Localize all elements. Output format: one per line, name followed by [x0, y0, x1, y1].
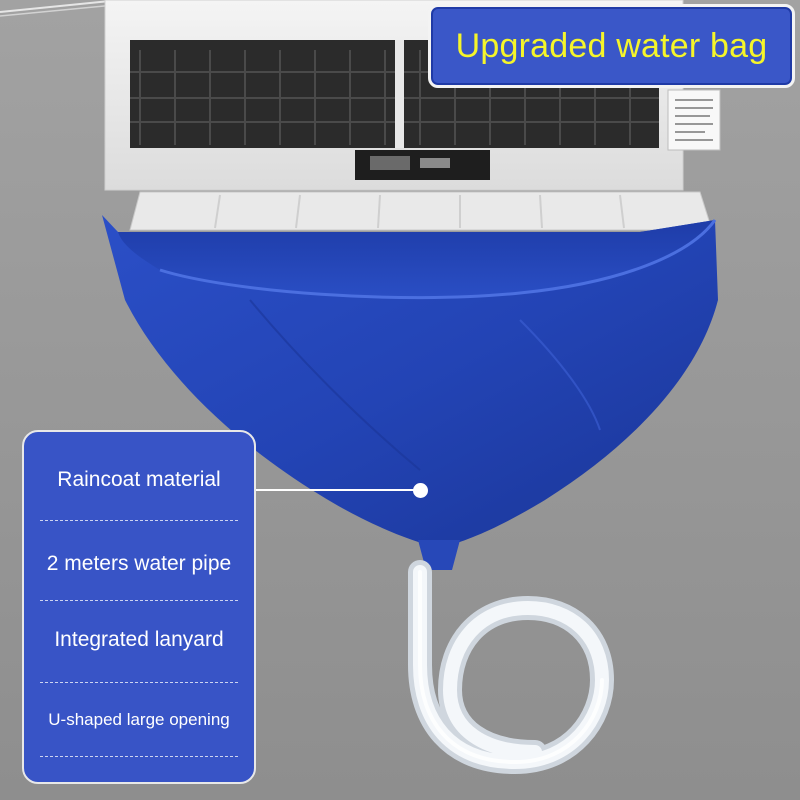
blue-water-bag — [102, 215, 718, 570]
callout-pointer-line — [256, 489, 422, 491]
feature-raincoat-material: Raincoat material — [57, 468, 221, 491]
title-banner: Upgraded water bag — [428, 4, 795, 88]
callout-pointer-dot — [413, 483, 428, 498]
title-text: Upgraded water bag — [455, 26, 768, 65]
feature-divider — [40, 600, 238, 601]
water-pipe-hose — [408, 560, 615, 775]
feature-integrated-lanyard: Integrated lanyard — [54, 628, 224, 651]
feature-divider — [40, 756, 238, 757]
feature-panel: Raincoat material 2 meters water pipe In… — [22, 430, 256, 784]
feature-u-shaped-opening: U-shaped large opening — [48, 710, 230, 729]
feature-water-pipe: 2 meters water pipe — [46, 552, 232, 575]
feature-divider — [40, 520, 238, 521]
feature-divider — [40, 682, 238, 683]
